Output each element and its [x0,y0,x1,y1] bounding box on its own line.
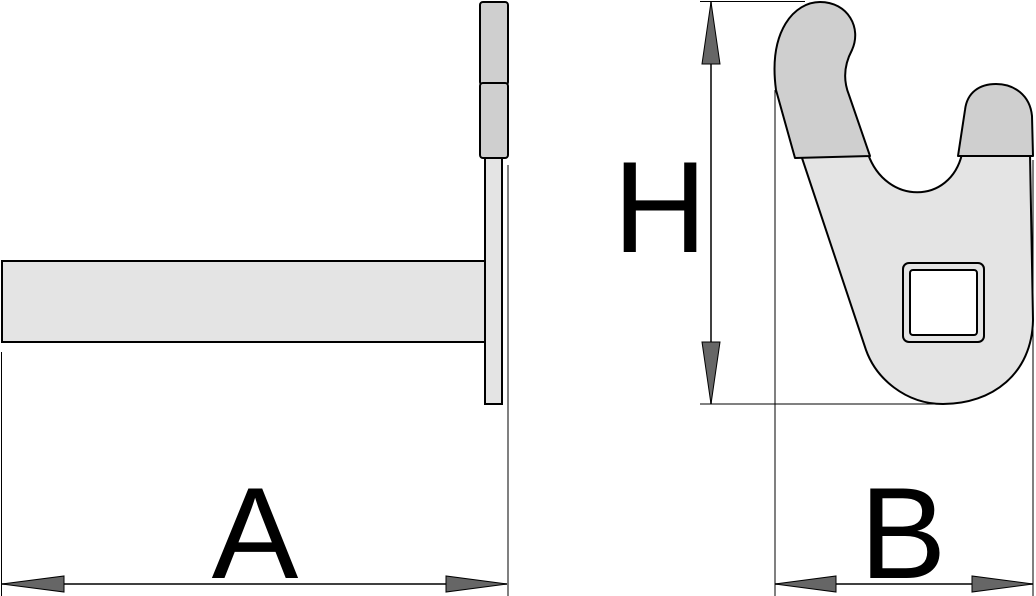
side-view [1,1,509,405]
arrow-right-icon [445,575,508,593]
dimension-a: A [1,165,509,596]
arrow-b-right-icon [971,575,1034,593]
hook-tip-upper [479,1,509,86]
arrow-up-icon [701,1,721,65]
arrow-b-left-icon [774,575,837,593]
square-hole-inner [909,269,978,336]
dimension-h-label: H [613,134,707,280]
arm-bar [1,260,487,343]
arrow-down-icon [701,341,721,405]
arrow-left-icon [1,575,65,593]
hook-tip-right [957,83,1034,157]
front-view [773,1,1034,405]
dimension-b: B [774,90,1034,596]
mounting-plate [484,139,503,405]
hook-tip-lower [479,82,509,159]
dimension-a-label: A [212,460,299,596]
dimension-h: H [613,1,945,405]
dimension-b-label: B [860,460,947,596]
hook-tip-left [773,1,871,159]
